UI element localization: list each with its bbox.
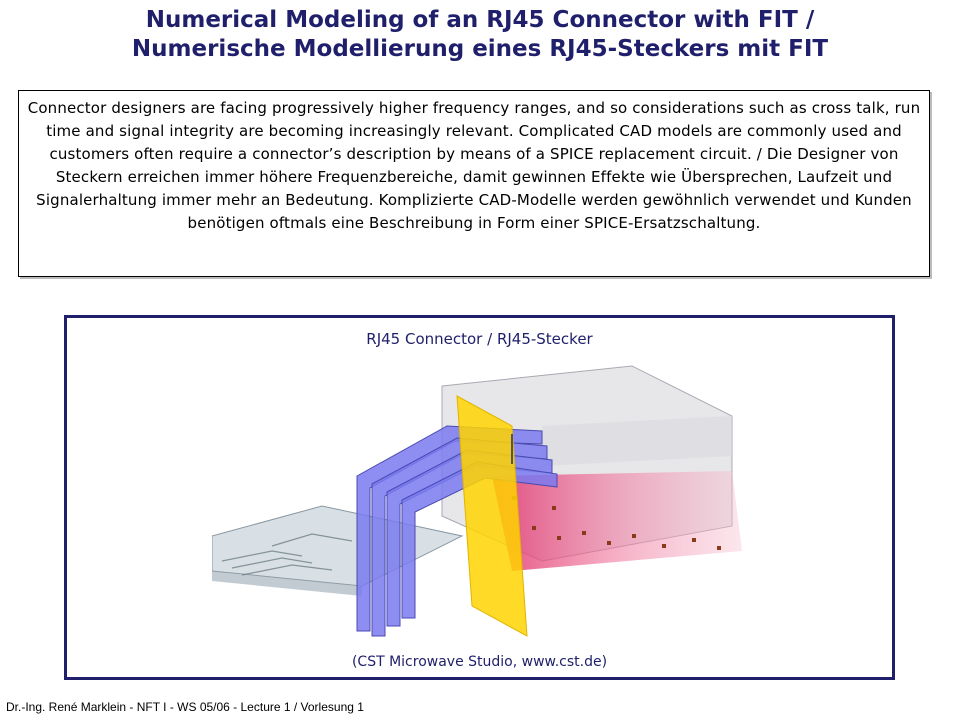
pcb-traces — [221, 533, 353, 576]
figure-caption: RJ45 Connector / RJ45-Stecker — [366, 330, 593, 348]
housing-top — [542, 416, 732, 466]
abstract-box: Connector designers are facing progressi… — [18, 90, 930, 277]
rj45-simulation-render — [212, 365, 742, 637]
figure-credit: (CST Microwave Studio, www.cst.de) — [351, 654, 608, 670]
pcb-board-edge — [212, 571, 362, 596]
title-line-2: Numerische Modellierung eines RJ45-Steck… — [131, 36, 829, 62]
title-line-1: Numerical Modeling of an RJ45 Connector … — [145, 7, 815, 33]
footer: Dr.-Ing. René Marklein - NFT I - WS 05/0… — [6, 700, 364, 714]
figure-box: RJ45 Connector / RJ45-Stecker — [64, 315, 895, 680]
field-plane — [456, 395, 528, 637]
slide-title: Numerical Modeling of an RJ45 Connector … — [0, 6, 960, 64]
field-region — [492, 471, 742, 571]
abstract-text: Connector designers are facing progressi… — [27, 99, 921, 232]
